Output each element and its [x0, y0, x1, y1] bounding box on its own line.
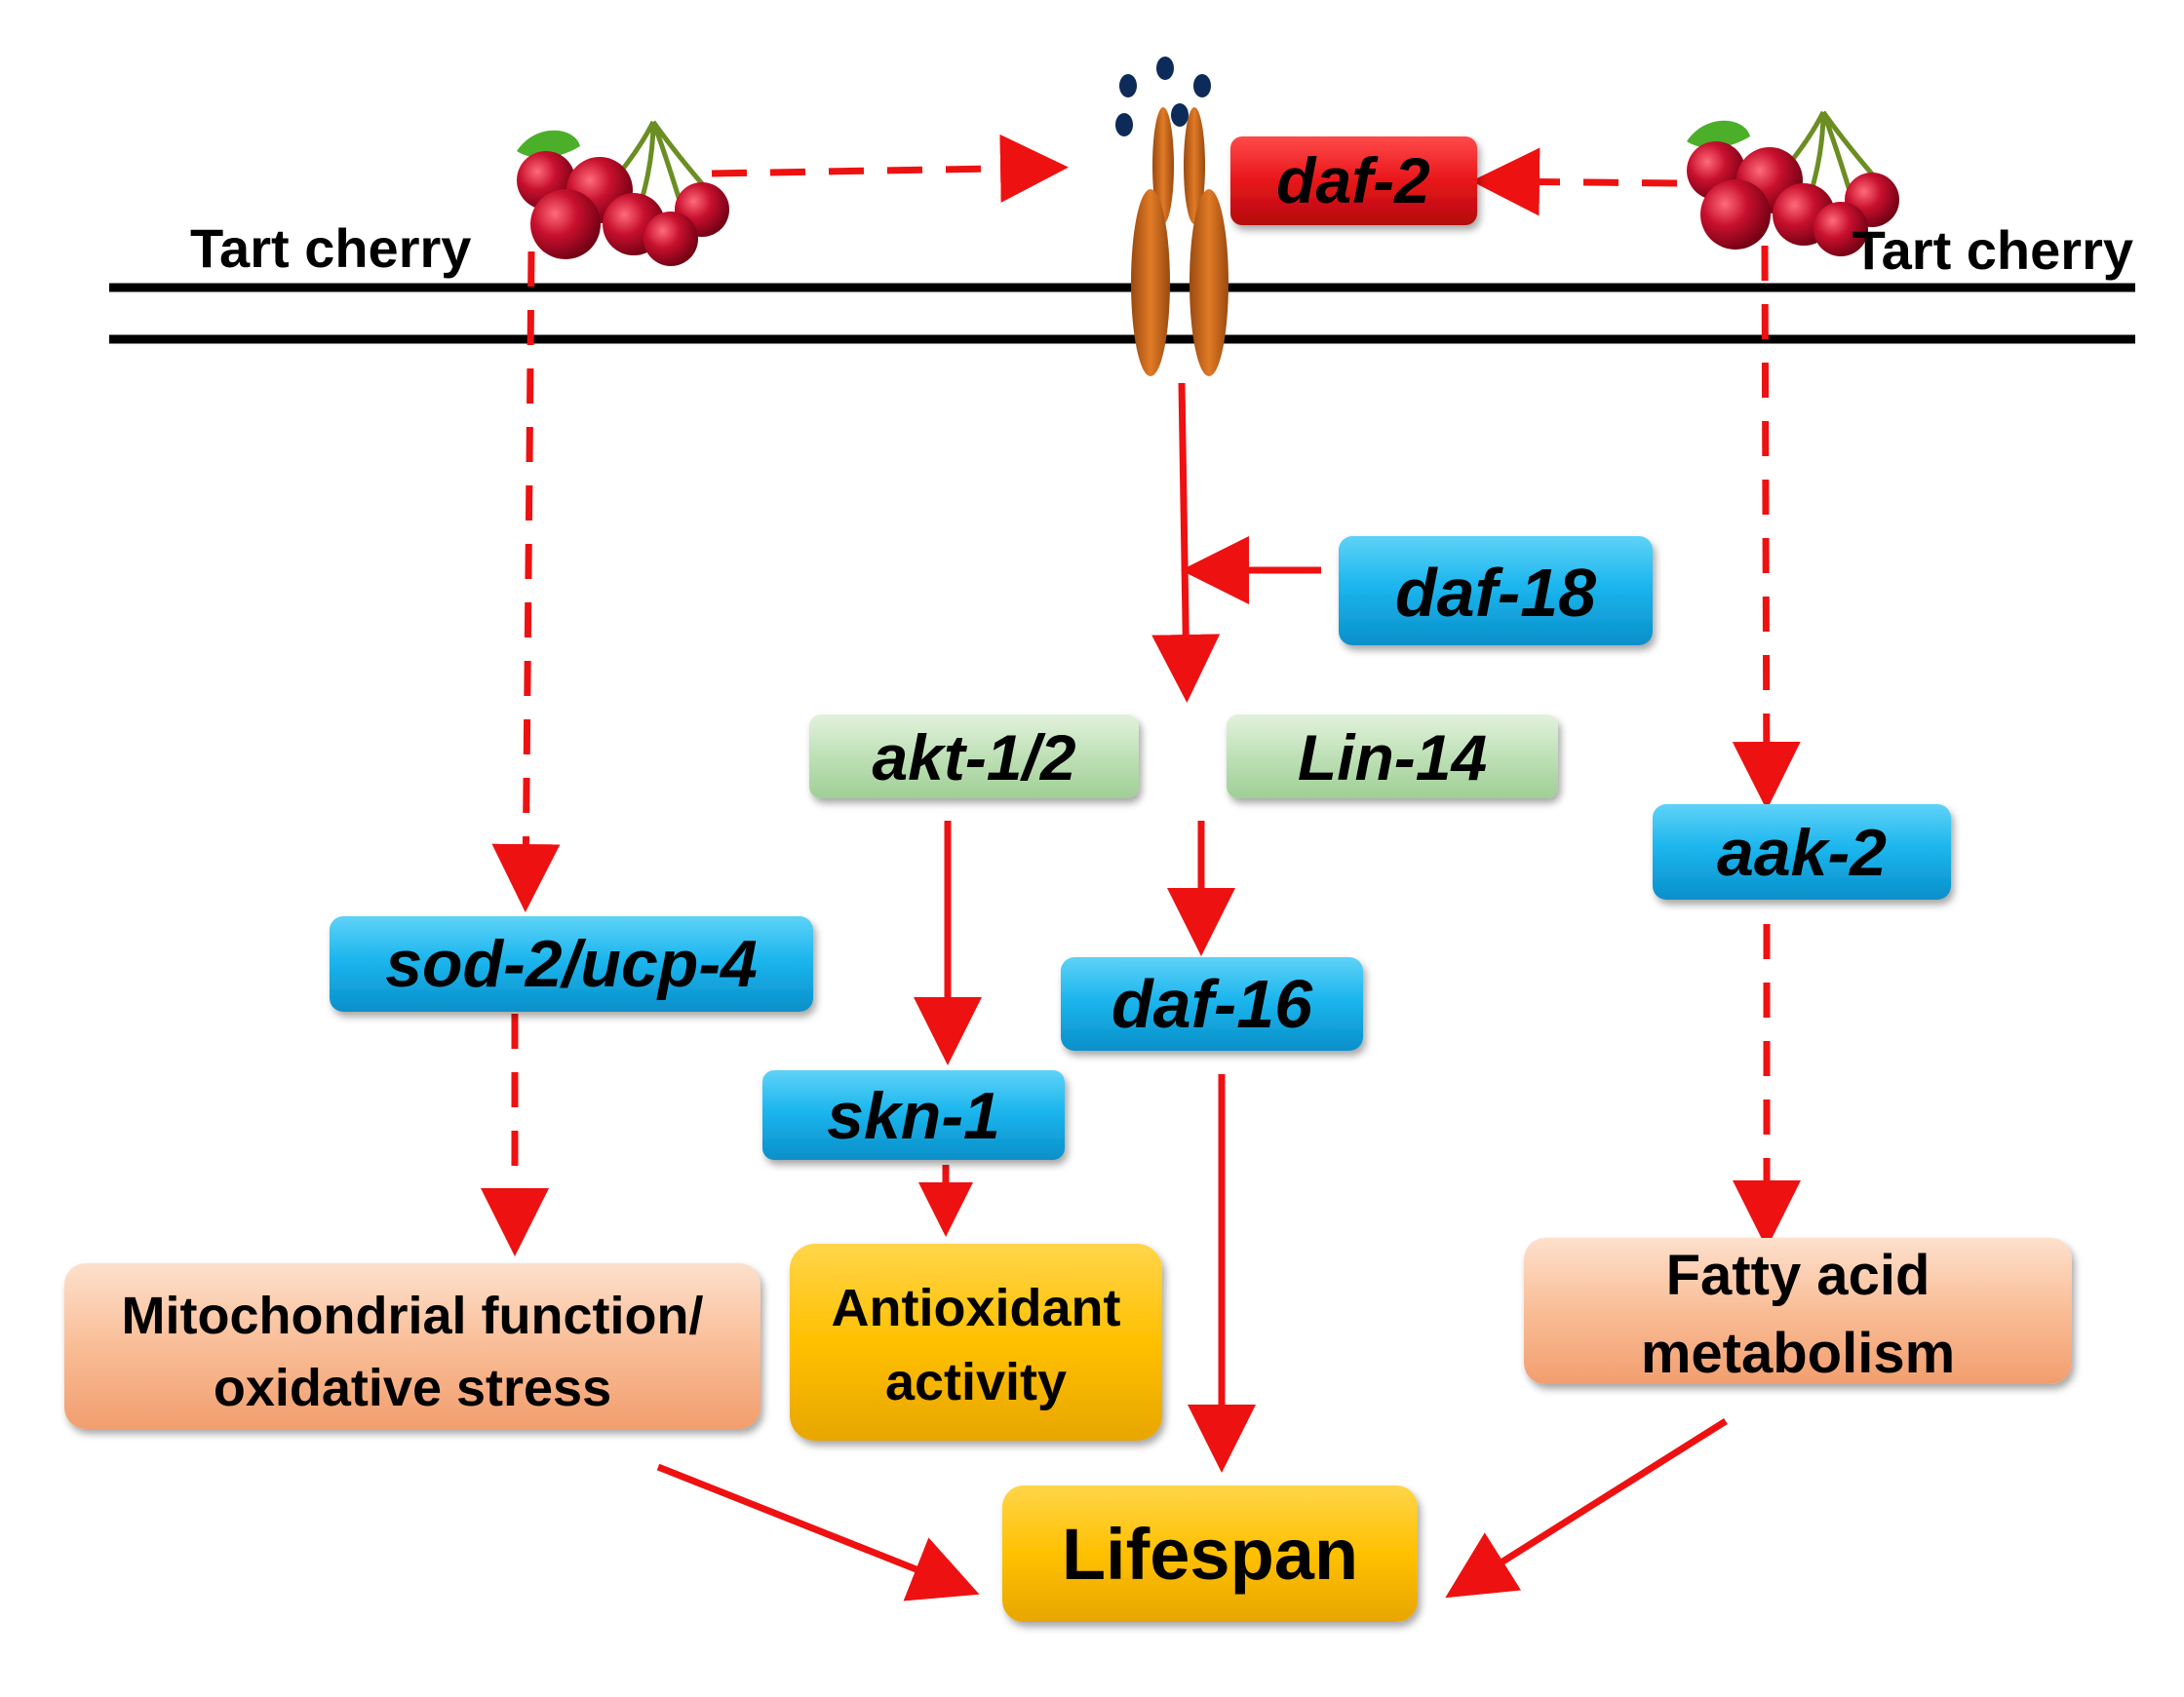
node-mito-line1: Mitochondrial function/ — [122, 1287, 704, 1345]
node-aak2-label: aak-2 — [1717, 816, 1887, 890]
arrow-cherry-to-sod2 — [491, 251, 561, 912]
receptor-icon — [1131, 107, 1228, 376]
node-daf18: daf-18 — [1339, 536, 1653, 645]
left-source-label: Tart cherry — [190, 217, 471, 279]
node-skn1: skn-1 — [762, 1070, 1065, 1160]
arrows — [481, 134, 1801, 1601]
arrow-cherry-to-receptor — [711, 134, 1069, 203]
cherry-icon — [1687, 110, 1899, 256]
node-daf2-label: daf-2 — [1276, 144, 1430, 216]
node-antiox-line1: Antioxidant — [832, 1279, 1121, 1337]
node-akt: akt-1/2 — [809, 714, 1139, 798]
node-fatty-acid: Fatty acid metabolism — [1524, 1238, 2072, 1385]
node-daf16: daf-16 — [1061, 957, 1363, 1051]
node-aak2: aak-2 — [1653, 804, 1951, 900]
cell-membrane — [109, 283, 2135, 344]
node-akt-label: akt-1/2 — [872, 721, 1075, 793]
arrow-cherry-to-aak2 — [1732, 245, 1801, 810]
arrow-fatty-to-lifespan — [1445, 1418, 1728, 1599]
arrow-cherry-to-daf2 — [1471, 147, 1678, 216]
node-lifespan: Lifespan — [1002, 1485, 1418, 1622]
arrow-receptor-to-akt — [1151, 382, 1221, 703]
node-daf2: daf-2 — [1230, 136, 1477, 225]
node-antioxidant: Antioxidant activity — [790, 1244, 1162, 1441]
node-skn1-label: skn-1 — [827, 1079, 1000, 1153]
node-fatty-line1: Fatty acid — [1666, 1244, 1930, 1307]
node-daf18-label: daf-18 — [1395, 555, 1596, 631]
node-fatty-line2: metabolism — [1641, 1322, 1955, 1385]
arrow-mito-to-lifespan — [656, 1463, 980, 1601]
node-lin14-label: Lin-14 — [1298, 721, 1487, 793]
cherry-icon — [517, 120, 729, 266]
node-daf16-label: daf-16 — [1112, 966, 1313, 1042]
ligand-icon — [1115, 57, 1211, 136]
node-mitochondrial: Mitochondrial function/ oxidative stress — [64, 1263, 760, 1429]
node-sod2-label: sod-2/ucp-4 — [385, 927, 758, 1001]
node-lin14: Lin-14 — [1227, 714, 1558, 798]
node-antiox-line2: activity — [885, 1353, 1067, 1411]
node-sod2: sod-2/ucp-4 — [330, 916, 813, 1012]
right-source-label: Tart cherry — [1852, 219, 2133, 281]
node-lifespan-label: Lifespan — [1062, 1514, 1358, 1595]
node-mito-line2: oxidative stress — [214, 1359, 611, 1417]
